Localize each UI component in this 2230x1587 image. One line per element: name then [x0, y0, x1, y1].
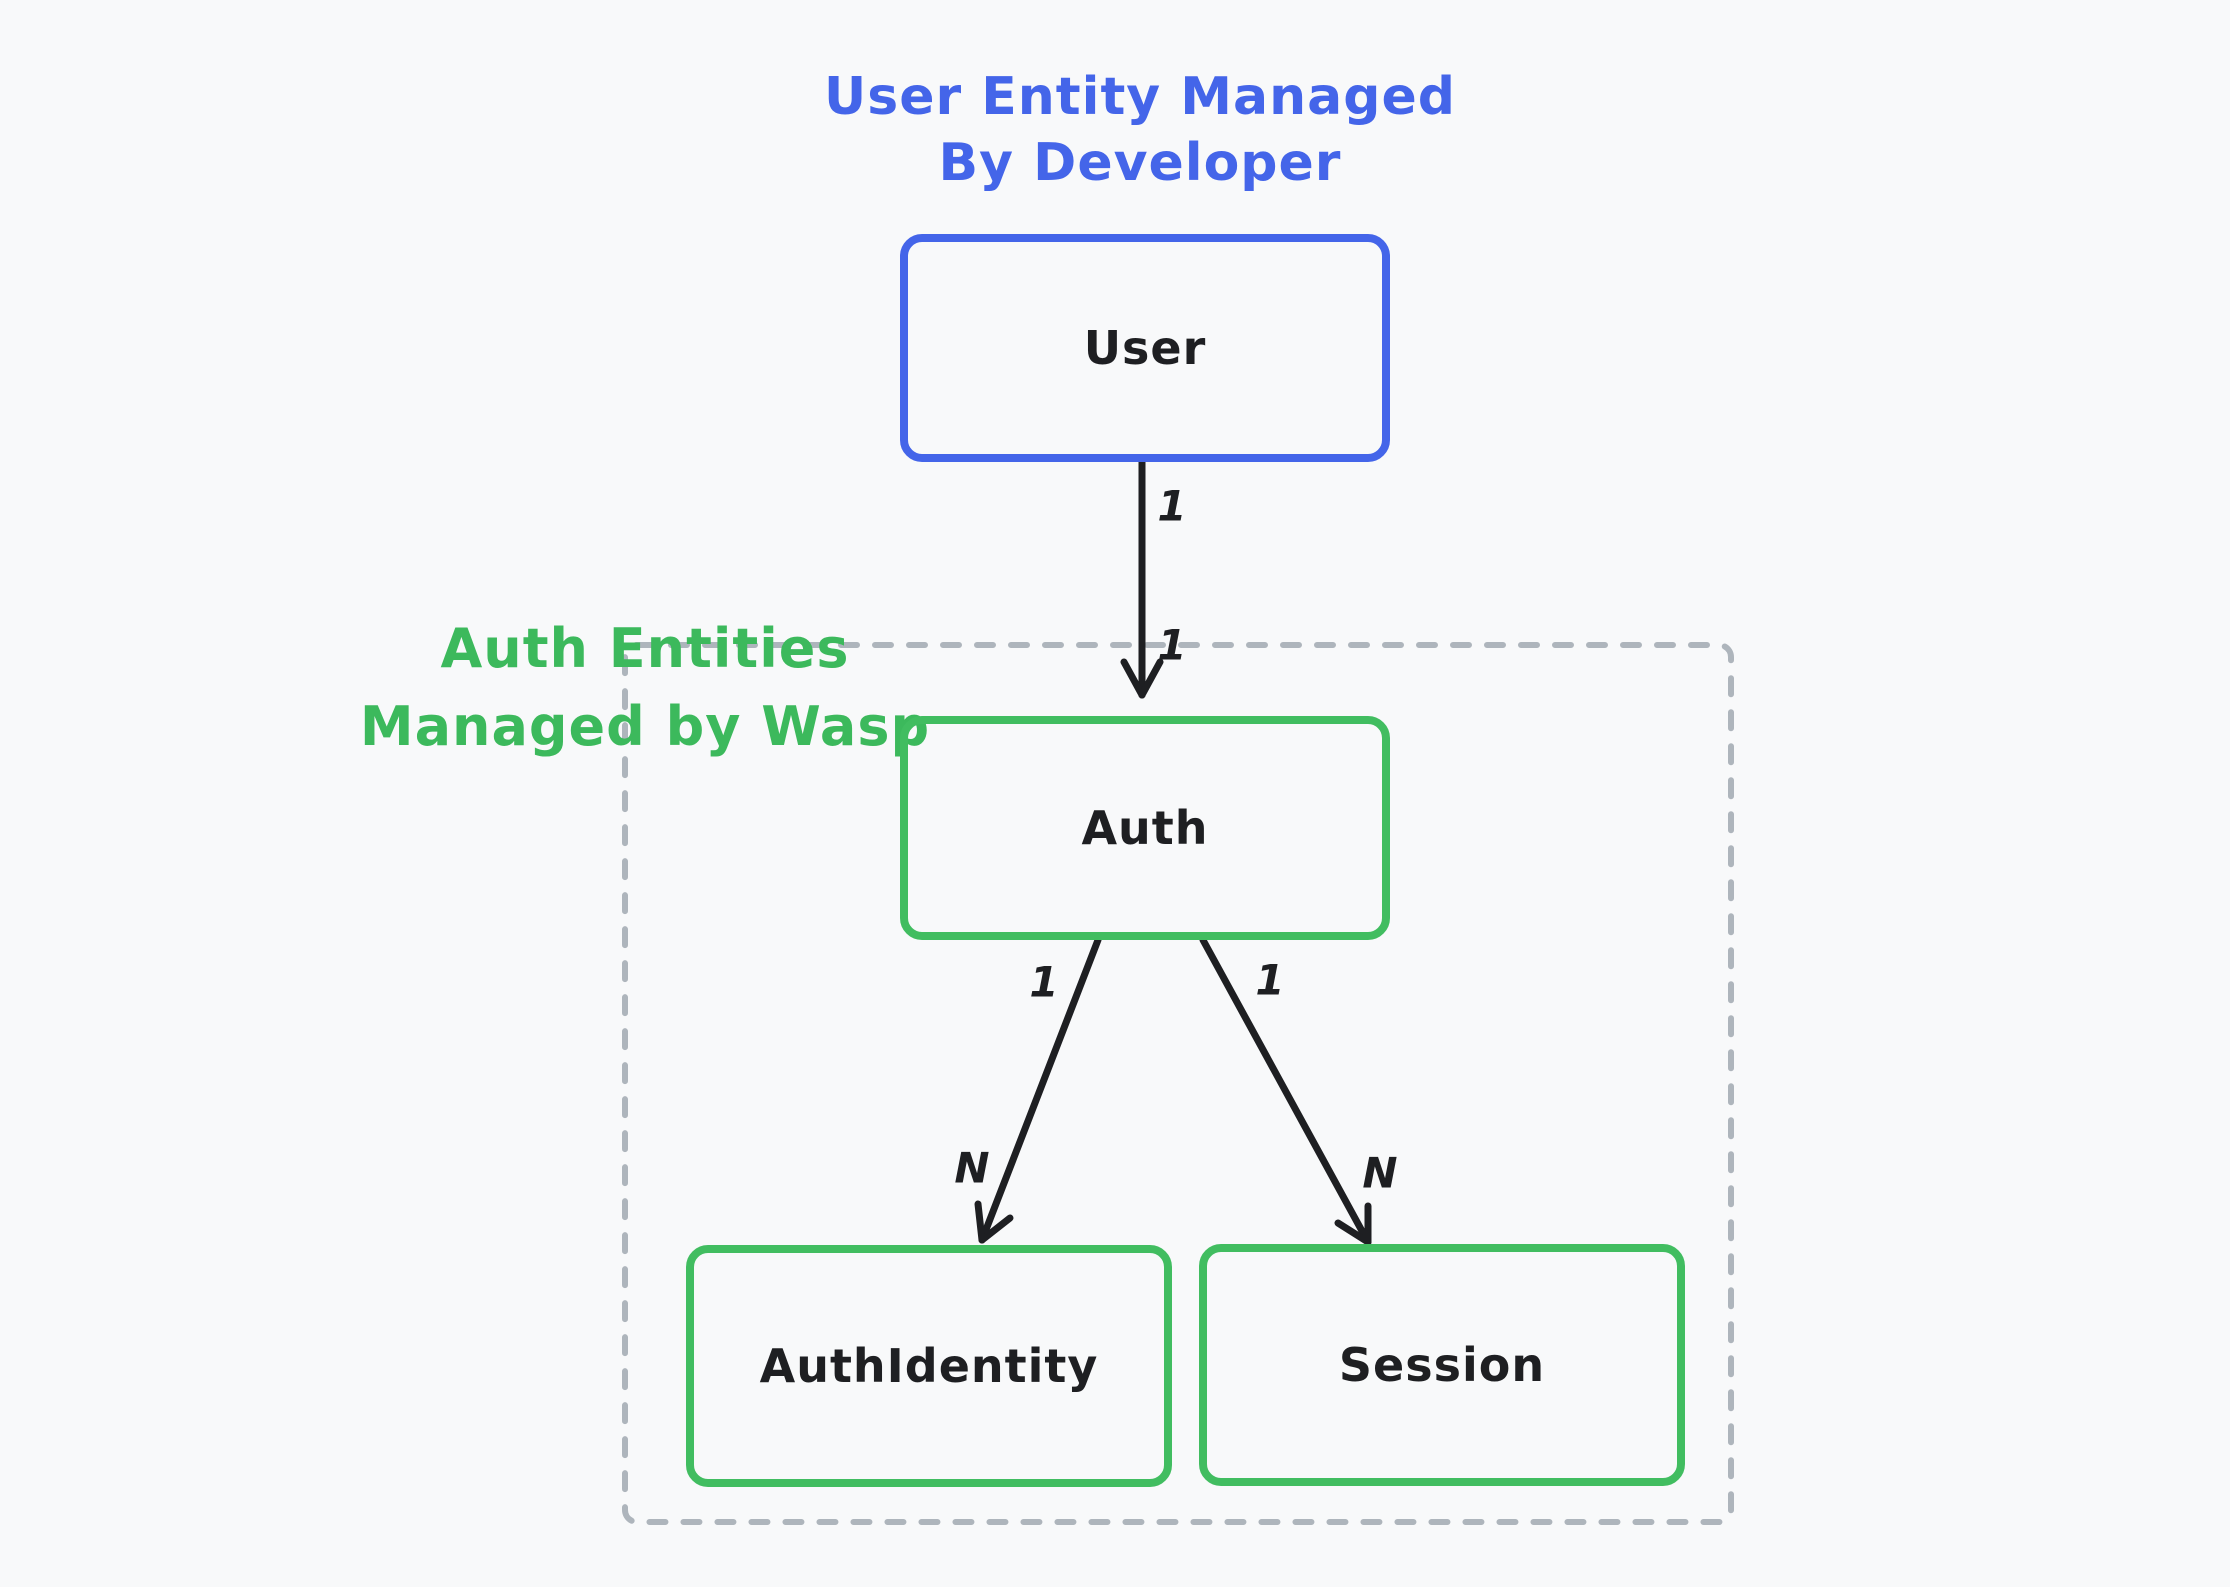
cardinality-user-auth-from: 1 [1157, 481, 1187, 531]
entity-authidentity: AuthIdentity [686, 1245, 1172, 1487]
auth-authidentity-arrow [974, 936, 1102, 1244]
wasp-annotation-line2: Managed by Wasp [359, 695, 931, 758]
wasp-boundary-box [622, 642, 1734, 1525]
entity-user-label: User [1083, 321, 1207, 375]
wasp-annotation: Auth Entities Managed by Wasp [305, 610, 985, 766]
entity-session: Session [1199, 1244, 1685, 1486]
wasp-annotation-line1: Auth Entities [440, 617, 850, 680]
developer-annotation-line2: By Developer [938, 133, 1342, 193]
cardinality-auth-session-to: N [1362, 1148, 1398, 1198]
developer-annotation: User Entity Managed By Developer [740, 64, 1540, 196]
entity-user: User [900, 234, 1390, 462]
entity-auth-label: Auth [1081, 801, 1209, 855]
developer-annotation-line1: User Entity Managed [824, 67, 1456, 127]
cardinality-user-auth-to: 1 [1157, 620, 1187, 670]
cardinality-auth-authidentity-from: 1 [1029, 957, 1059, 1007]
entity-authidentity-label: AuthIdentity [759, 1339, 1099, 1393]
entity-auth: Auth [900, 716, 1390, 940]
user-auth-arrow [1120, 456, 1164, 699]
cardinality-auth-authidentity-to: N [954, 1143, 990, 1193]
entity-session-label: Session [1338, 1338, 1546, 1392]
cardinality-auth-session-from: 1 [1255, 955, 1285, 1005]
auth-session-arrow [1199, 936, 1372, 1246]
